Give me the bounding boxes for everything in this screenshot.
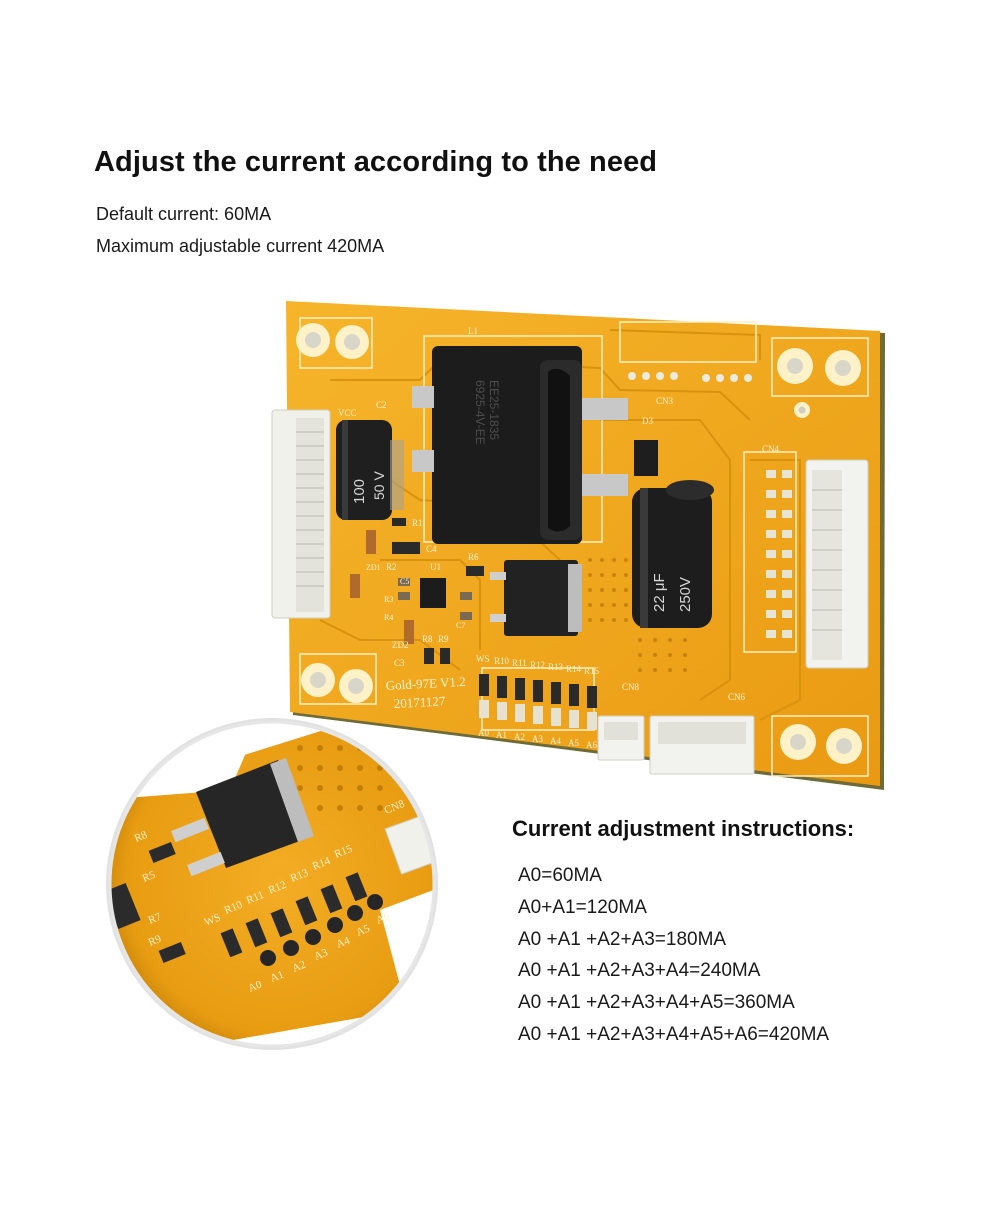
label-r6: R6: [468, 552, 479, 562]
instruction-line: A0 +A1 +A2+A3+A4+A5+A6=420MA: [518, 1023, 830, 1045]
label-zd1: ZD1: [366, 563, 381, 572]
inset-label-a5: A5: [355, 922, 372, 938]
label-l1: L1: [468, 326, 478, 336]
label-cn8: CN8: [622, 682, 640, 692]
instruction-line: A0 +A1 +A2+A3+A4+A5=360MA: [518, 992, 795, 1014]
inset-label-a4: A4: [335, 934, 352, 950]
resistor-row: [479, 674, 597, 730]
label-ws: WS: [476, 654, 490, 664]
inset-label-ws: WS: [203, 911, 223, 928]
label-r11: R11: [512, 658, 527, 668]
pcb-board: 100 50 V 6925-4V-EE EE25-1835: [271, 301, 885, 790]
label-u1: U1: [430, 562, 441, 572]
default-current-text: Default current: 60MA: [96, 204, 272, 224]
label-c7: C7: [456, 621, 465, 630]
instruction-line: A0 +A1 +A2+A3=180MA: [518, 928, 727, 950]
label-r2: R2: [386, 562, 397, 572]
inset-label-a6: A6: [375, 910, 392, 926]
label-zd2: ZD2: [392, 640, 409, 650]
ic-u1: [420, 578, 446, 608]
label-vcc: VCC: [338, 408, 357, 418]
max-current-text: Maximum adjustable current 420MA: [96, 236, 385, 256]
cn3-pads: [628, 372, 752, 382]
label-r14: R14: [566, 664, 582, 674]
label-a0: A0: [478, 728, 489, 738]
inset-label-r8: R8: [133, 829, 150, 845]
label-r4: R4: [384, 613, 393, 622]
label-a4: A4: [550, 736, 561, 746]
smd-parts: [350, 518, 484, 664]
label-c5: C5: [400, 577, 409, 586]
inductor-l1: 6925-4V-EE EE25-1835: [412, 346, 628, 544]
cap-small-value: 100: [351, 479, 368, 504]
inset-label-a1: A1: [269, 969, 286, 985]
label-c3: C3: [394, 658, 405, 668]
instructions-list: A0=60MA A0+A1=120MA A0 +A1 +A2+A3=180MA …: [518, 860, 829, 1051]
label-a3: A3: [532, 734, 543, 744]
label-r12: R12: [530, 660, 545, 670]
magnified-inset: WS R10 R11 R12 R13 R14 R15 A0 A1 A2 A3 A…: [106, 718, 438, 1050]
label-r9: R9: [438, 634, 449, 644]
instruction-line: A0+A1=120MA: [518, 896, 647, 918]
inductor-code-2: EE25-1835: [487, 380, 501, 440]
label-r13: R13: [548, 662, 564, 672]
label-d3: D3: [642, 416, 653, 426]
cap-large-value: 22 μF: [651, 573, 668, 612]
label-a5: A5: [568, 738, 579, 748]
instruction-line: A0=60MA: [518, 865, 602, 886]
board-model: Gold-97E V1.2: [385, 674, 466, 693]
label-a6: A6: [586, 740, 597, 750]
capacitor-100uf: 100 50 V: [336, 420, 404, 520]
page-heading: Adjust the current according to the need: [94, 146, 658, 178]
diode-d3: [634, 440, 658, 476]
right-connector: [805, 459, 869, 669]
inset-label-a2: A2: [291, 959, 308, 975]
label-r10: R10: [494, 656, 510, 666]
label-a1: A1: [496, 730, 507, 740]
instructions-title: Current adjustment instructions:: [512, 816, 855, 841]
label-a2: A2: [514, 732, 525, 742]
label-cn6: CN6: [728, 692, 746, 702]
label-r8: R8: [422, 634, 433, 644]
inset-label-r5: R5: [141, 869, 158, 885]
cap-small-voltage: 50 V: [371, 471, 387, 500]
inset-label-r7: R7: [147, 911, 164, 927]
mosfet-q1: [490, 560, 582, 636]
capacitor-22uf: 22 μF 250V: [632, 480, 714, 628]
label-r3: R3: [384, 595, 393, 604]
label-c2: C2: [376, 400, 387, 410]
left-connector: [271, 409, 331, 619]
inductor-code: 6925-4V-EE: [473, 380, 487, 445]
inset-label-a0: A0: [247, 978, 264, 994]
cap-large-voltage: 250V: [677, 577, 694, 612]
inset-label-a3: A3: [313, 946, 330, 962]
cn4-pads: [766, 470, 792, 638]
via-grid: [588, 558, 687, 672]
inset-label-r9: R9: [147, 933, 164, 949]
bottom-connectors: [597, 715, 755, 775]
label-cn4: CN4: [762, 444, 780, 454]
label-r1: R1: [412, 518, 423, 528]
instruction-line: A0 +A1 +A2+A3+A4=240MA: [518, 960, 761, 982]
label-cn3: CN3: [656, 396, 674, 406]
mounting-holes: [296, 323, 862, 764]
label-c4: C4: [426, 544, 437, 554]
label-r15: R15: [584, 666, 600, 676]
board-date: 20171127: [393, 693, 446, 711]
